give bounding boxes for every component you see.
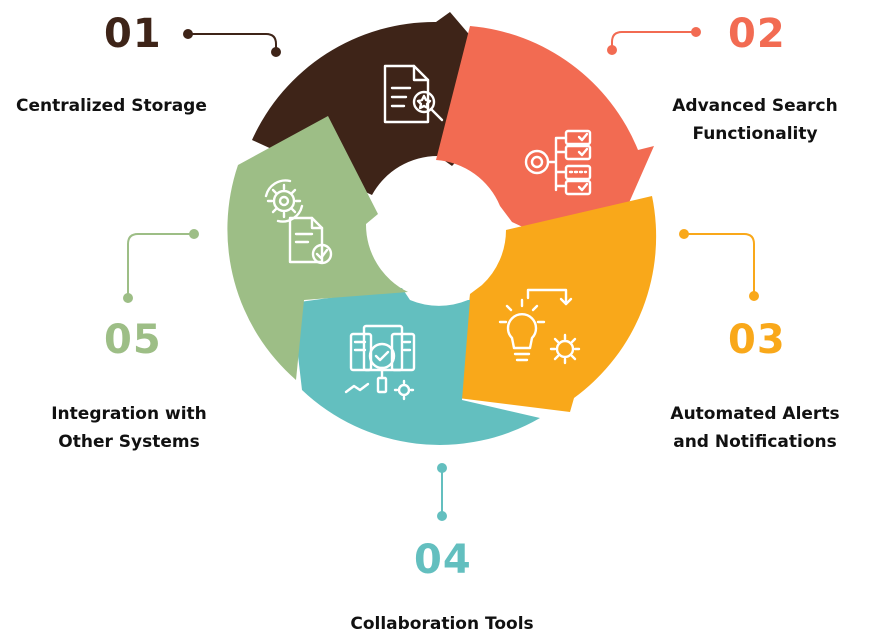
step-label-04: Collaboration Tools: [312, 610, 572, 638]
connector-03: [679, 229, 759, 301]
checklist-target-icon: [524, 129, 592, 196]
step-label-03-line-2: and Notifications: [673, 432, 837, 452]
segment-03: [458, 196, 657, 412]
step-number-05: 05: [104, 317, 162, 363]
lightbulb-gear-icon: [498, 288, 581, 365]
step-number-03: 03: [728, 317, 786, 363]
segment-05: [227, 116, 408, 380]
connector-02: [607, 27, 701, 55]
segment-02: [436, 26, 654, 264]
step-label-03-line-1: Automated Alerts: [670, 404, 840, 424]
step-label-01-line-1: Centralized Storage: [16, 96, 207, 116]
step-number-02: 02: [728, 11, 786, 57]
step-label-05-line-1: Integration with: [51, 404, 207, 424]
connector-05: [123, 229, 199, 303]
connector-04: [437, 463, 447, 521]
step-number-01: 01: [104, 11, 162, 57]
gear-document-icon: [264, 179, 333, 265]
step-label-03: Automated Alerts and Notifications: [640, 400, 870, 456]
connector-01: [183, 29, 281, 57]
screen-search-icon: [344, 324, 416, 401]
step-label-01: Centralized Storage: [16, 92, 207, 120]
step-label-04-line-1: Collaboration Tools: [350, 614, 534, 634]
segment-04: [292, 288, 540, 445]
step-number-04: 04: [414, 537, 472, 583]
step-label-02-line-2: Functionality: [692, 124, 818, 144]
step-label-02-line-1: Advanced Search: [672, 96, 838, 116]
step-label-05: Integration with Other Systems: [14, 400, 244, 456]
step-label-02: Advanced Search Functionality: [640, 92, 870, 148]
document-search-icon: [383, 64, 444, 124]
step-label-05-line-2: Other Systems: [58, 432, 200, 452]
